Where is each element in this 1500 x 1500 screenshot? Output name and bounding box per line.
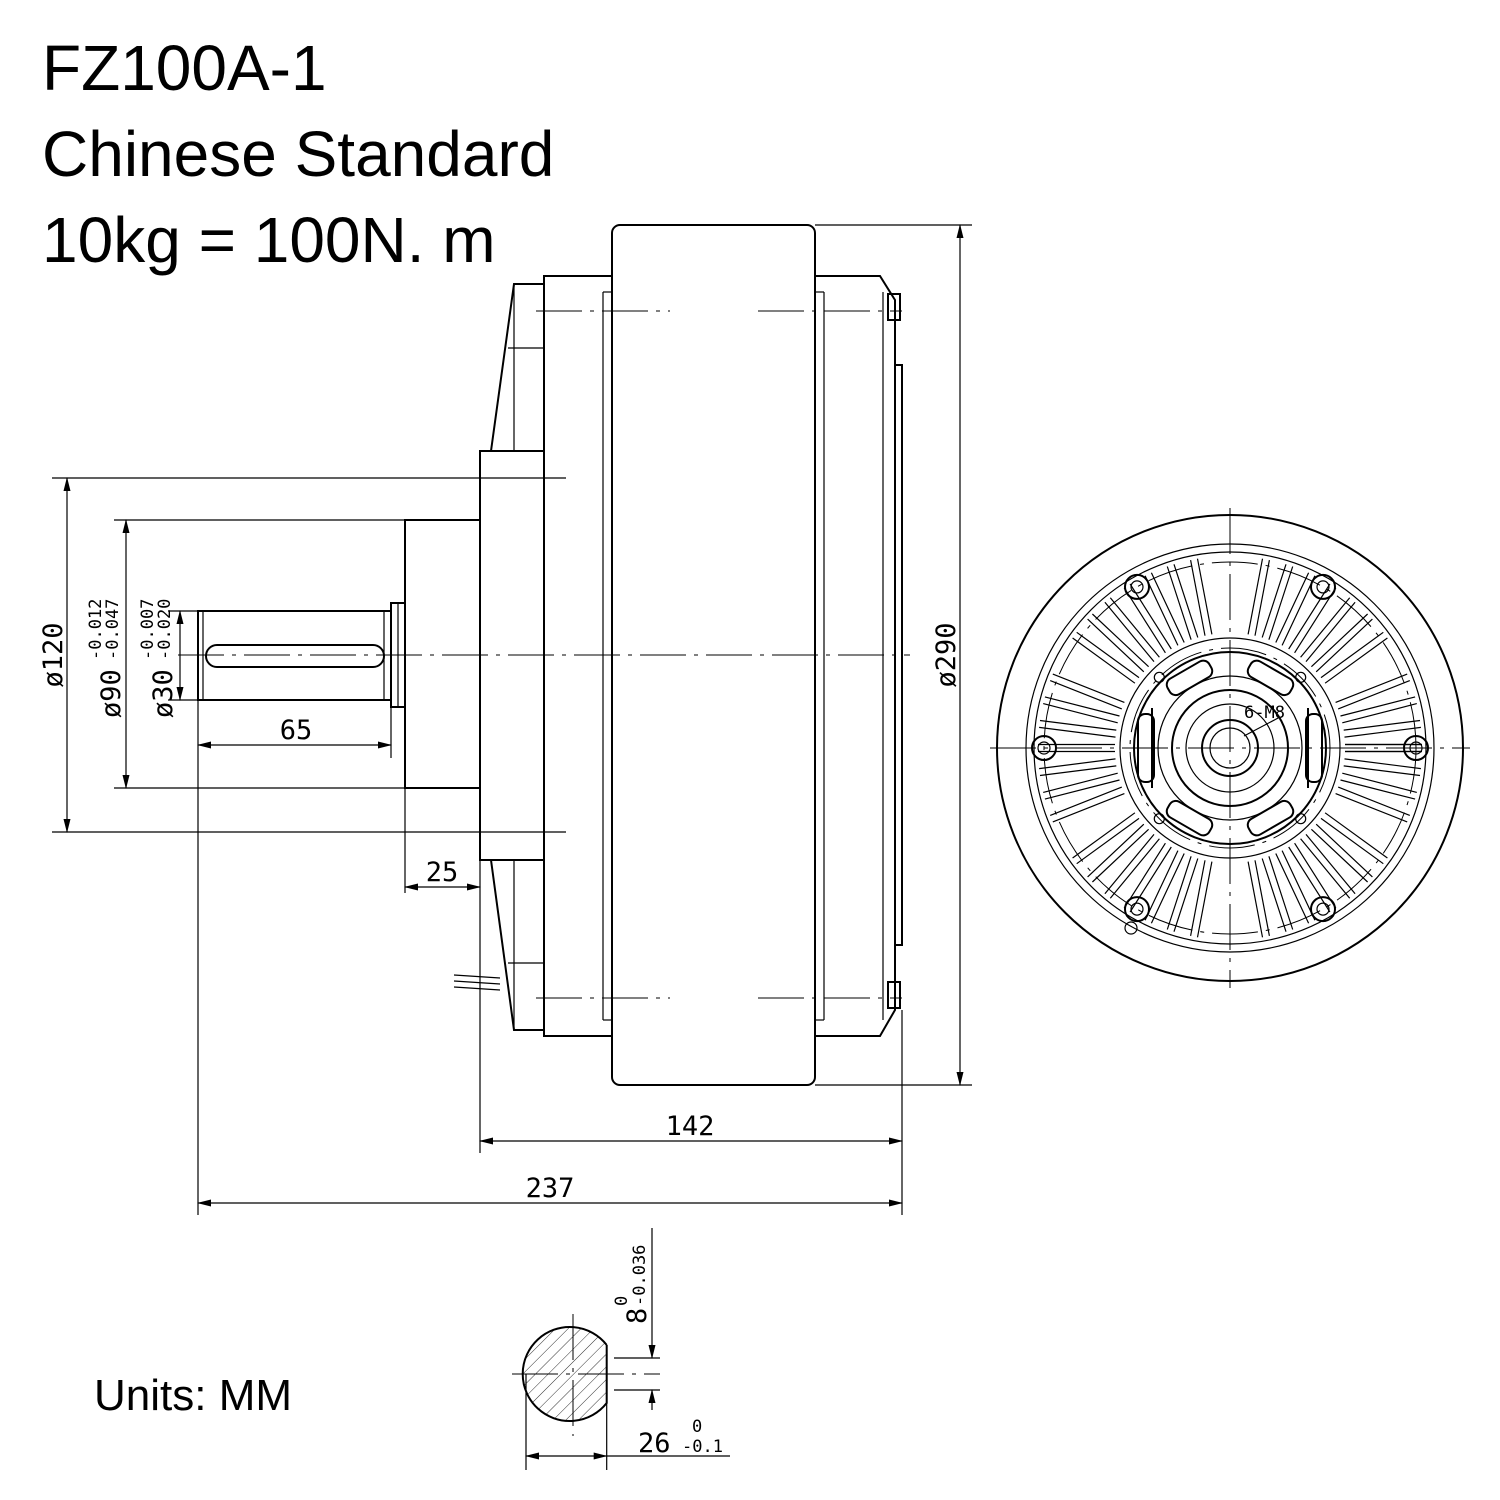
fin (1343, 758, 1421, 777)
fin (1300, 597, 1356, 662)
dim-body-width: 142 (666, 1111, 715, 1142)
dim-flange-dia: ø120 (38, 622, 69, 687)
vent-slot (1246, 659, 1295, 697)
dim-shaft-dia-upper: -0.007 (138, 599, 158, 660)
fin (1072, 631, 1140, 684)
shaft-keyway (205, 644, 385, 668)
vent-slot (1165, 659, 1214, 697)
fin (1320, 631, 1388, 684)
dim-hub-dia-upper: -0.012 (86, 599, 106, 660)
shaft-section (522, 1326, 607, 1421)
lead-wires (453, 974, 501, 991)
tapped-hole (1153, 813, 1165, 825)
fin (1039, 719, 1117, 738)
locating-hole (1124, 921, 1138, 935)
fin (1340, 696, 1417, 724)
bolt-hole-outer (1124, 896, 1150, 923)
fin (1247, 558, 1270, 636)
bolt-hole-label: 6-M8 (1244, 703, 1285, 723)
shaft (197, 610, 392, 701)
bolt-hole-outer (1310, 573, 1336, 600)
fin (1288, 583, 1337, 654)
fin (1310, 613, 1373, 673)
dim-shaft-dia: ø30 (148, 669, 179, 718)
bolt-hole-inner (1316, 580, 1330, 594)
fin (1087, 823, 1150, 883)
fin (1275, 572, 1316, 646)
fin (1104, 597, 1160, 662)
tapped-hole (1295, 671, 1307, 683)
dim-hub-dia: ø90 (96, 669, 127, 718)
dim-overall-length: 237 (526, 1173, 575, 1204)
dim-key-width: 8 (622, 1308, 653, 1324)
fin (1087, 613, 1150, 673)
fin (1043, 696, 1120, 724)
fin (1038, 743, 1115, 753)
fin (1190, 558, 1213, 636)
fin (1072, 812, 1140, 865)
dim-shaft-dia-lower: -0.020 (155, 599, 175, 660)
dim-key-depth-upper: 0 (692, 1417, 702, 1437)
fin (1166, 564, 1199, 640)
torque-title: 10kg = 100N. m (42, 204, 496, 276)
keyway-section: 8 0 -0.036 26 0 -0.1 (512, 1228, 730, 1470)
fin (1320, 812, 1388, 865)
bolt-hole-inner (1130, 580, 1144, 594)
standard-title: Chinese Standard (42, 118, 555, 190)
fin (1144, 850, 1185, 924)
vent-slot (1246, 799, 1295, 837)
dim-hub-length: 25 (426, 857, 459, 888)
fin (1335, 673, 1411, 710)
tapped-hole (1153, 671, 1165, 683)
fin (1288, 842, 1337, 913)
fin (1310, 823, 1373, 883)
fin (1039, 758, 1117, 777)
dim-key-width-lower: -0.036 (630, 1245, 650, 1306)
hub (404, 519, 481, 789)
rear-housing (490, 283, 544, 1031)
dim-shaft-length: 65 (280, 715, 313, 746)
fin (1049, 673, 1125, 710)
bolt-hole-inner (1316, 902, 1330, 916)
fin (1345, 743, 1422, 753)
vent-slot-outline (1246, 659, 1295, 697)
tapped-hole (1295, 813, 1307, 825)
bolt-hole-outer (1124, 573, 1150, 600)
fin (1300, 834, 1356, 899)
fin (1343, 719, 1421, 738)
bolt-hole-outer (1310, 896, 1336, 923)
fin (1275, 850, 1316, 924)
bolt-hole-inner (1130, 902, 1144, 916)
fin (1043, 772, 1120, 800)
fin (1247, 860, 1270, 938)
fin (1144, 572, 1185, 646)
dim-key-depth: 26 (638, 1428, 671, 1459)
dim-key-depth-lower: -0.1 (682, 1437, 723, 1457)
dim-hub-dia-lower: -0.047 (103, 599, 123, 660)
fin (1261, 856, 1294, 932)
fin (1261, 564, 1294, 640)
fin (1123, 842, 1172, 913)
fin (1049, 786, 1125, 823)
vent-slot-outline (1165, 659, 1214, 697)
fin (1123, 583, 1172, 654)
front-view: 6-M8 (990, 508, 1470, 988)
fin (1335, 786, 1411, 823)
vent-slot-outline (1246, 799, 1295, 837)
vent-slot-outline (1165, 799, 1214, 837)
fin (1166, 856, 1199, 932)
model-title: FZ100A-1 (42, 32, 327, 104)
units-note: Units: MM (94, 1371, 292, 1420)
dim-key-width-upper: 0 (612, 1296, 632, 1306)
fin (1104, 834, 1160, 899)
bolt-hole-inner (1037, 741, 1051, 755)
side-view: 65 25 142 237 ø120 ø90 -0.012 -0.047 ø30… (38, 224, 972, 1215)
fin (1340, 772, 1417, 800)
vent-slot (1165, 799, 1214, 837)
fin (1190, 860, 1213, 938)
cooling-fins (1038, 558, 1422, 938)
dim-outer-dia: ø290 (931, 622, 962, 687)
